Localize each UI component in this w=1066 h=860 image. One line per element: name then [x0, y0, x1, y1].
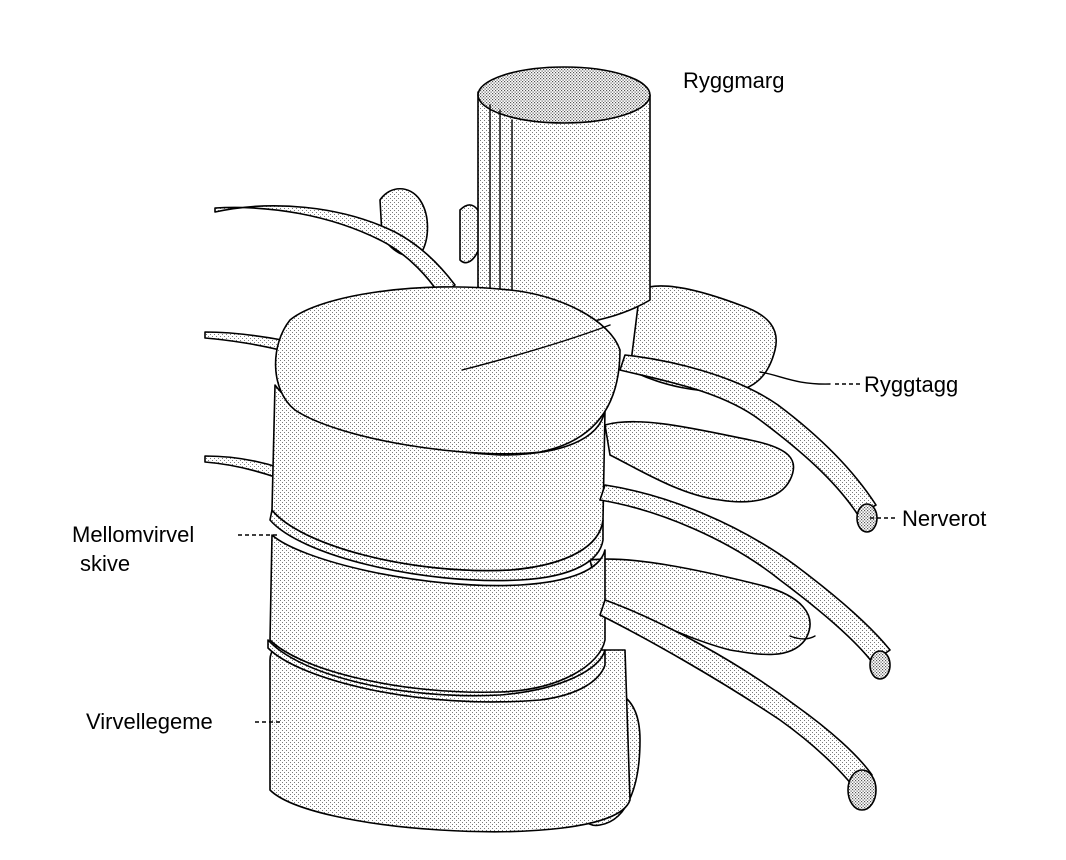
- ryggtagg-label: Ryggtagg: [864, 372, 958, 397]
- nerverot-label: Nerverot: [902, 506, 986, 531]
- ryggmarg-label: Ryggmarg: [683, 68, 784, 93]
- right-nerve-roots: [599, 354, 891, 811]
- mellomvirvel-label-line2: skive: [80, 551, 130, 576]
- spinal-cord: [477, 66, 651, 331]
- spinous-process-mark: [759, 371, 831, 385]
- vertebral-bodies: [267, 286, 631, 833]
- upper-nerve-roots: [204, 205, 456, 479]
- spinous-process-mark: [789, 635, 816, 640]
- virvellegeme-label: Virvellegeme: [86, 709, 213, 734]
- mellomvirvel-label-line1: Mellomvirvel: [72, 522, 194, 547]
